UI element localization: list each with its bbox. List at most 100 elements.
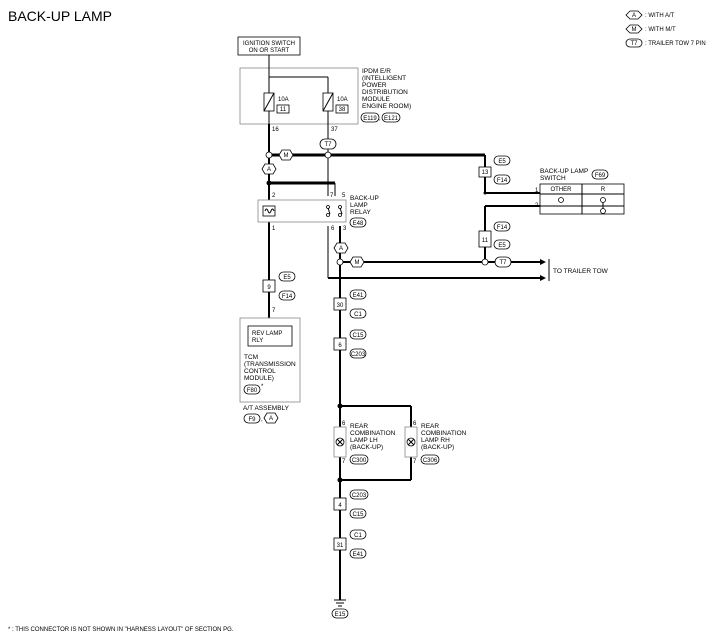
svg-text:R: R	[601, 187, 606, 193]
connector-9: 9 E5 F14 7	[262, 271, 296, 314]
svg-text:C203: C203	[352, 493, 367, 499]
code-a-1: A	[261, 163, 277, 175]
svg-text:(TRANSMISSION: (TRANSMISSION	[244, 361, 296, 368]
svg-text:T7: T7	[324, 142, 332, 148]
svg-text:E5: E5	[283, 275, 291, 281]
connector-13: 13 E5 F14	[478, 155, 511, 185]
svg-text:T7: T7	[630, 41, 638, 47]
svg-text:CONTROL: CONTROL	[244, 368, 276, 375]
svg-text:LAMP RH: LAMP RH	[421, 437, 450, 444]
svg-text:OTHER: OTHER	[551, 187, 573, 193]
svg-text:MODULE: MODULE	[362, 96, 390, 103]
svg-text:REAR: REAR	[350, 423, 368, 430]
svg-text:C15: C15	[352, 333, 364, 339]
svg-text:7: 7	[342, 459, 346, 465]
svg-text:*: *	[261, 384, 264, 390]
svg-text:C203: C203	[351, 352, 366, 358]
svg-text:A: A	[339, 246, 343, 252]
svg-text:M: M	[632, 27, 637, 33]
svg-text:(BACK-UP): (BACK-UP)	[421, 444, 454, 451]
svg-text:F69: F69	[595, 173, 606, 179]
svg-text:IPDM E/R: IPDM E/R	[362, 68, 391, 75]
svg-text:3: 3	[343, 226, 347, 232]
svg-text:E41: E41	[353, 293, 364, 299]
connector-e119: E119	[360, 112, 380, 123]
svg-text:: WITH A/T: : WITH A/T	[645, 13, 675, 19]
svg-text:M: M	[284, 153, 289, 159]
svg-text:6: 6	[413, 421, 417, 427]
svg-text:DISTRIBUTION: DISTRIBUTION	[362, 89, 408, 96]
legend: A : WITH A/T M : WITH M/T T7 : TRAILER T…	[625, 10, 706, 48]
svg-text:T7: T7	[499, 260, 507, 266]
svg-text:E5: E5	[498, 159, 506, 165]
svg-text:1: 1	[535, 188, 539, 194]
svg-text:A: A	[632, 13, 636, 19]
footnote: * : THIS CONNECTOR IS NOT SHOWN IN "HARN…	[8, 627, 234, 633]
svg-text:C1: C1	[354, 533, 362, 539]
code-m-2: M	[349, 256, 365, 268]
ground-e15: E15	[331, 608, 349, 619]
page-title: BACK-UP LAMP	[8, 8, 112, 24]
svg-text:IGNITION SWITCH: IGNITION SWITCH	[243, 41, 295, 47]
svg-text:5: 5	[342, 193, 346, 199]
wire-splice-circles	[265, 151, 489, 266]
junctions	[266, 180, 487, 483]
svg-text:11: 11	[482, 238, 489, 244]
svg-text:POWER: POWER	[362, 82, 387, 89]
svg-text:E15: E15	[335, 612, 346, 618]
svg-text:TO TRAILER TOW: TO TRAILER TOW	[553, 268, 609, 275]
svg-text:REV LAMP: REV LAMP	[252, 331, 282, 337]
svg-text:7: 7	[413, 459, 417, 465]
svg-text:COMBINATION: COMBINATION	[350, 430, 396, 437]
svg-text:2: 2	[272, 193, 276, 199]
legend-trailer-tow: T7 : TRAILER TOW 7 PIN	[625, 38, 706, 48]
connector-11: 11 F14 E5	[478, 221, 511, 250]
ignition-switch: IGNITION SWITCH ON OR START	[237, 36, 301, 56]
svg-text:LAMP LH: LAMP LH	[350, 437, 378, 444]
svg-text:RELAY: RELAY	[350, 209, 371, 216]
wiring	[268, 124, 540, 607]
svg-text:4: 4	[338, 503, 342, 509]
svg-text:TCM: TCM	[244, 354, 258, 361]
svg-text:BACK-UP: BACK-UP	[350, 195, 379, 202]
svg-text:C300: C300	[352, 458, 367, 464]
svg-text:REAR: REAR	[421, 423, 439, 430]
svg-text:,: ,	[261, 417, 263, 423]
legend-with-at: A : WITH A/T	[625, 10, 675, 20]
svg-text:E119: E119	[363, 116, 377, 122]
code-t7-1: T7	[319, 138, 337, 150]
svg-text:6: 6	[331, 226, 335, 232]
svg-text:A: A	[267, 167, 271, 173]
code-t7-2: T7	[494, 256, 512, 268]
svg-text:C1: C1	[354, 312, 362, 318]
backup-lamp-switch: BACK-UP LAMP SWITCH F69 OTHER R 1 2	[535, 168, 625, 215]
svg-text:F14: F14	[497, 178, 508, 184]
svg-text:F9: F9	[248, 417, 256, 423]
legend-with-mt: M : WITH M/T	[625, 24, 676, 34]
connector-31: 31 C1 E41	[333, 529, 367, 559]
svg-text:MODULE): MODULE)	[244, 375, 274, 382]
svg-text:2: 2	[535, 203, 539, 209]
svg-text:RLY: RLY	[252, 338, 263, 344]
svg-text:F80: F80	[247, 388, 258, 394]
svg-text:E5: E5	[498, 243, 506, 249]
svg-text:31: 31	[337, 543, 344, 549]
connector-e121: E121	[381, 112, 401, 123]
tcm: REV LAMP RLY TCM (TRANSMISSION CONTROL M…	[239, 317, 301, 424]
svg-text:9: 9	[267, 285, 271, 291]
svg-text:SWITCH: SWITCH	[540, 175, 566, 182]
svg-text:C306: C306	[423, 458, 438, 464]
svg-text:F14: F14	[282, 294, 293, 300]
code-a-2: A	[333, 242, 349, 254]
svg-text:BACK-UP LAMP: BACK-UP LAMP	[540, 168, 588, 175]
svg-text:: WITH M/T: : WITH M/T	[645, 27, 676, 33]
svg-text:,: ,	[379, 116, 381, 122]
rear-combination-lamp-lh: 6 7 REAR COMBINATION LAMP LH (BACK-UP) C…	[333, 421, 396, 465]
trailer-tow-output: TO TRAILER TOW	[540, 259, 609, 281]
svg-text:6: 6	[342, 421, 346, 427]
svg-text:13: 13	[482, 170, 489, 176]
svg-text:E121: E121	[384, 116, 399, 122]
fuse-11: 10A 11	[263, 86, 290, 114]
svg-text:ON OR START: ON OR START	[249, 48, 290, 54]
